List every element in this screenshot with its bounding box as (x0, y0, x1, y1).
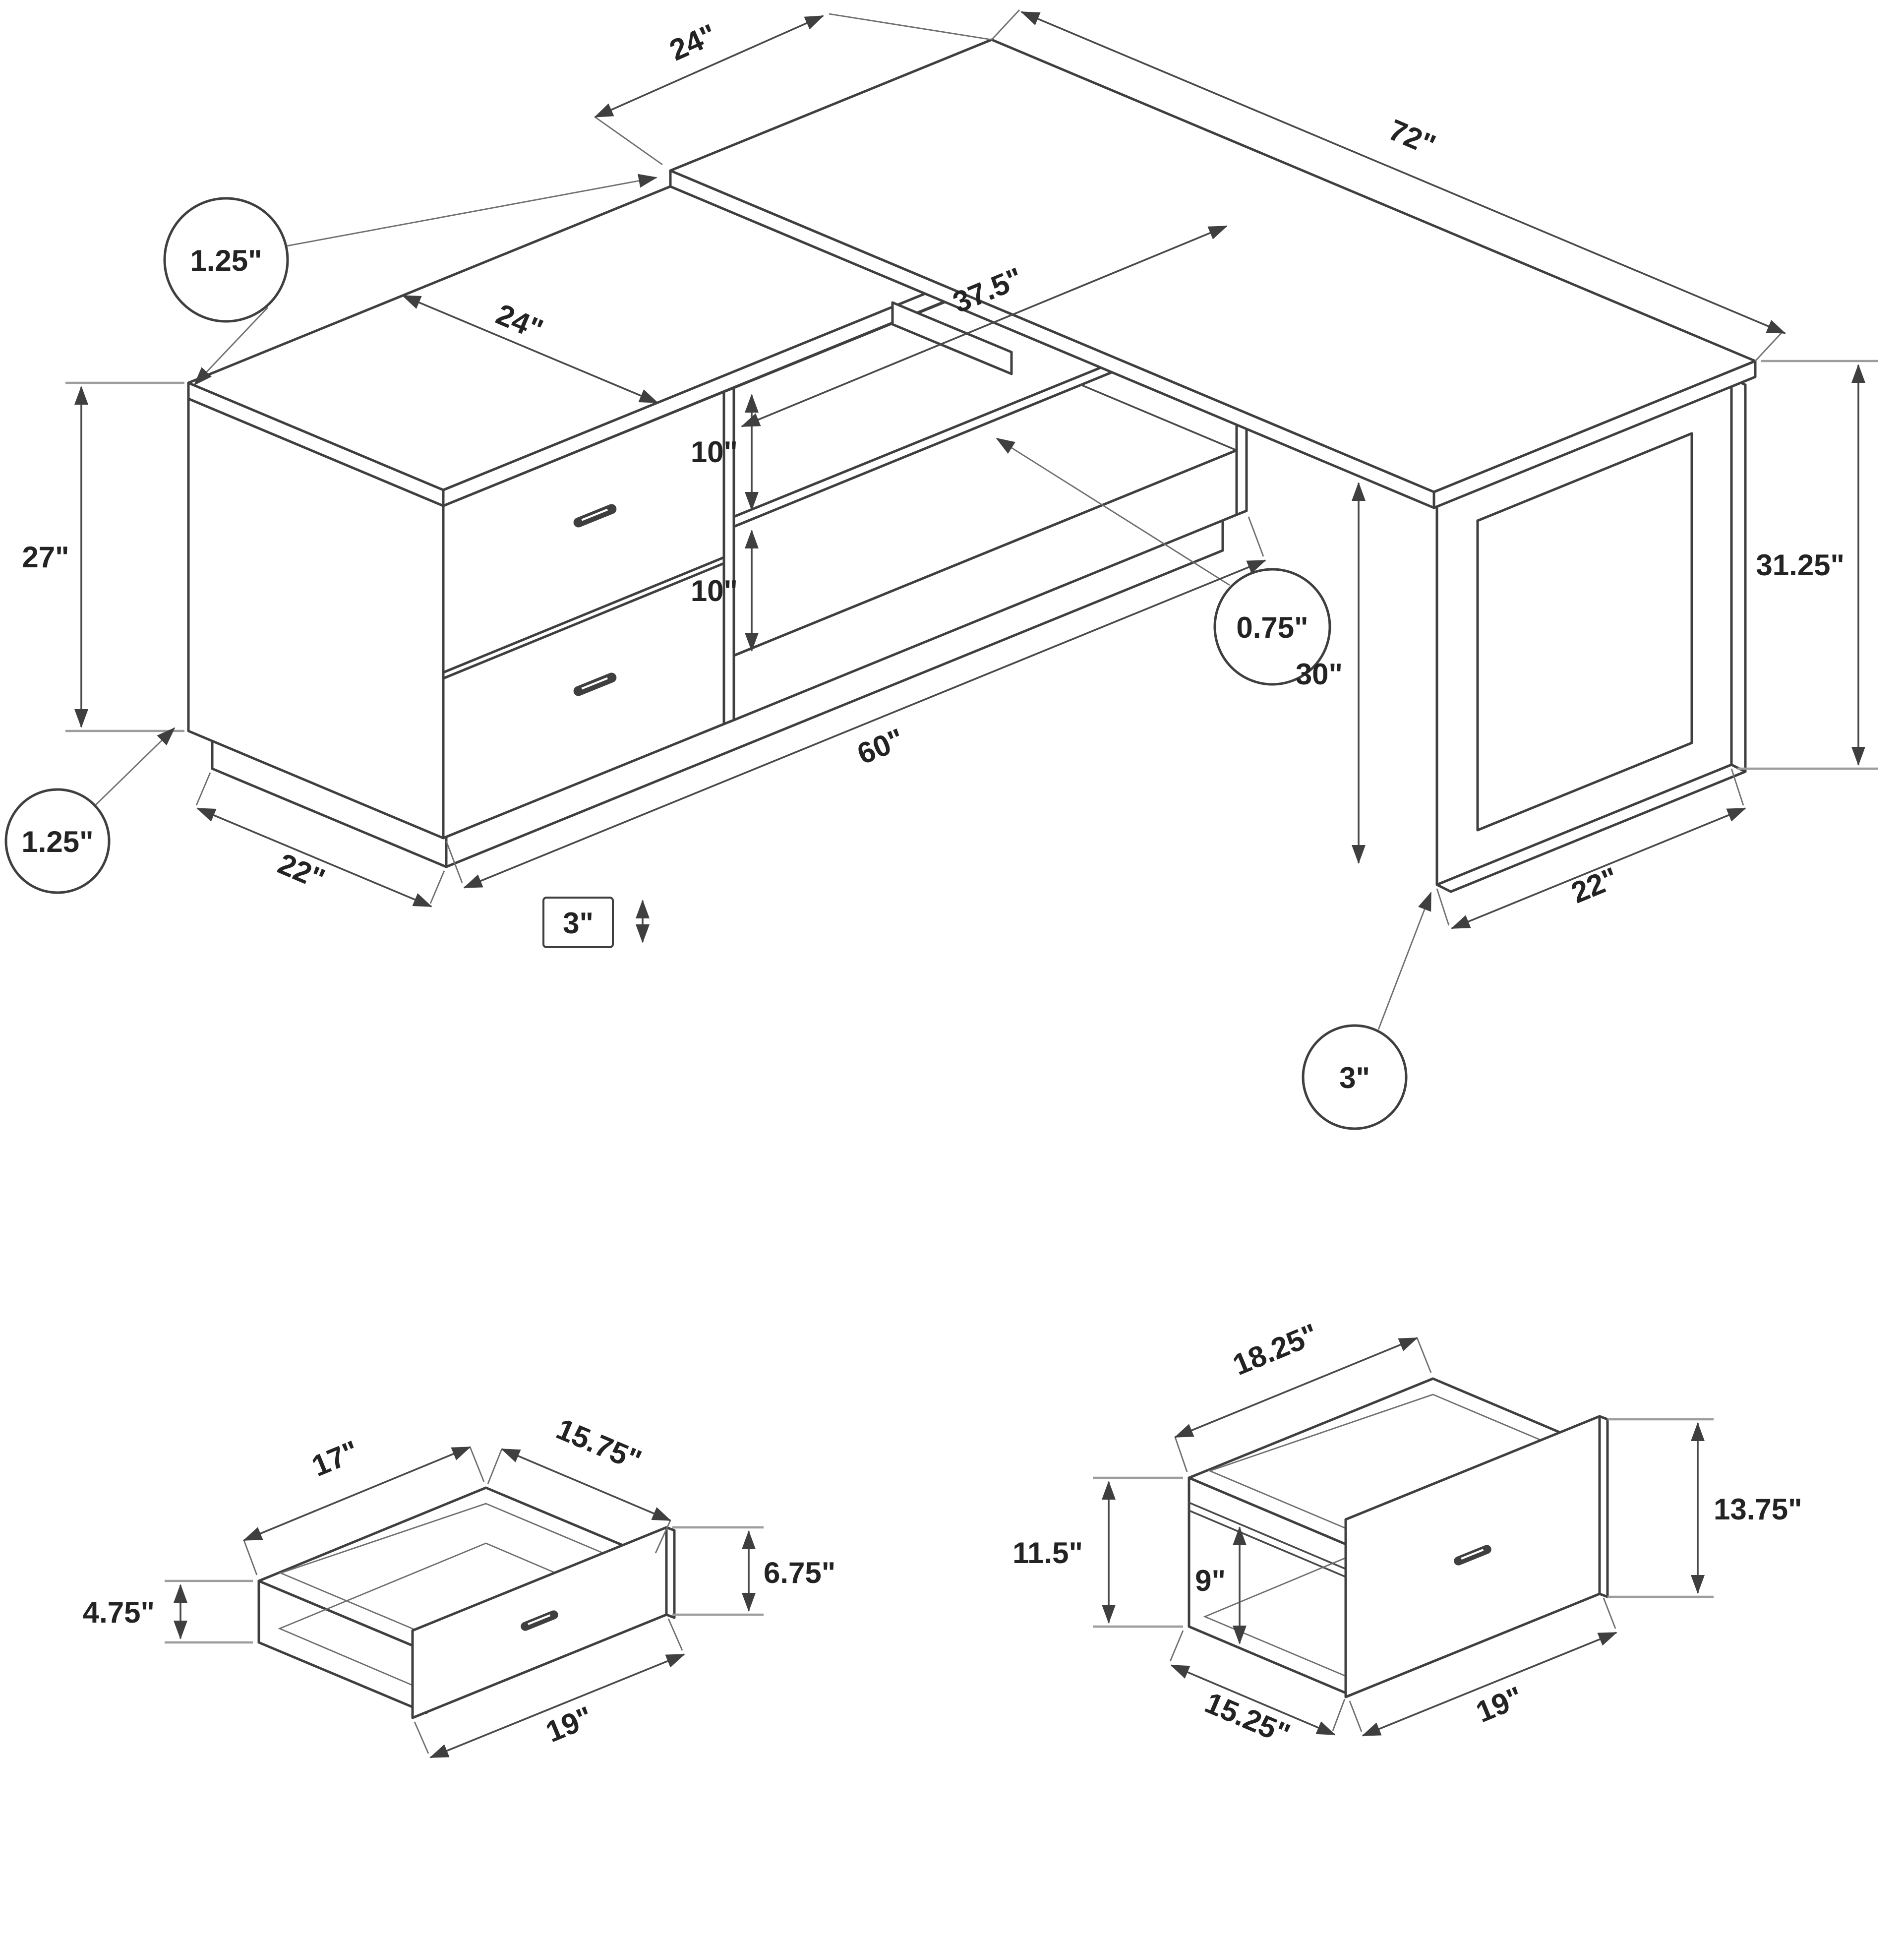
dim-cabinet-height-label: 27" (22, 541, 69, 574)
dim-leg-clearance-label: 30" (1296, 658, 1343, 691)
svg-text:17": 17" (307, 1434, 363, 1483)
file-drawer-detail: 18.25" 11.5" 9" 13.75" 15.25" (1012, 1317, 1802, 1751)
callout-leg-tube: 3" (1302, 892, 1432, 1130)
small-drawer-detail: 17" 15.75" 4.75" 6.75" 19" (83, 1412, 835, 1758)
dim-desktop-length-label: 72" (1384, 113, 1440, 162)
svg-text:15.75": 15.75" (552, 1412, 647, 1477)
callout-top-thickness-label: 1.25" (190, 244, 262, 277)
callout-bottom-thickness: 1.25" (4, 727, 176, 894)
dim-file-drawer-rail-height: 9" (1195, 1526, 1247, 1644)
dim-total-height-label: 31.25" (1756, 548, 1844, 582)
dim-base-depth-label: 22" (273, 847, 330, 896)
callout-bottom-thickness-label: 1.25" (21, 825, 93, 858)
svg-text:6.75": 6.75" (764, 1556, 835, 1589)
callout-leg-tube-label: 3" (1339, 1061, 1370, 1094)
dim-small-drawer-front-height: 6.75" (672, 1526, 835, 1616)
svg-text:4.75": 4.75" (83, 1596, 155, 1629)
dim-file-drawer-side-height: 11.5" (1012, 1476, 1183, 1628)
dim-return-length: 60" (445, 516, 1266, 889)
drawer-handle-icon (573, 504, 617, 528)
dim-shelf-bottom-opening-label: 10" (691, 574, 738, 607)
svg-text:15.25": 15.25" (1200, 1686, 1295, 1751)
svg-text:11.5": 11.5" (1012, 1536, 1083, 1570)
svg-text:18.25": 18.25" (1228, 1317, 1323, 1382)
metal-sled-leg (1435, 376, 1747, 893)
dim-shelf-top-opening: 10" (691, 394, 759, 511)
dim-total-height: 31.25" (1737, 360, 1878, 770)
dim-shelf-top-opening-label: 10" (691, 435, 738, 469)
callout-top-thickness: 1.25" (163, 174, 657, 386)
dim-cabinet-height: 27" (22, 381, 184, 732)
dim-desktop-depth-label: 24" (665, 17, 721, 67)
dim-base-height: 3" (542, 897, 650, 948)
dim-leg-depth-label: 22" (1566, 861, 1623, 909)
drawer-handle-icon (1454, 1545, 1491, 1566)
dim-return-length-label: 60" (852, 722, 909, 771)
dim-small-drawer-side-height: 4.75" (83, 1579, 253, 1644)
svg-text:9": 9" (1195, 1564, 1226, 1597)
drawer-handle-icon (521, 1610, 558, 1631)
svg-text:19": 19" (541, 1700, 597, 1749)
dim-base-height-label: 3" (563, 907, 594, 940)
dim-desktop-depth: 24" (594, 15, 824, 118)
dim-file-drawer-front-height: 13.75" (1607, 1418, 1802, 1598)
dim-leg-clearance: 30" (1296, 482, 1366, 864)
svg-text:13.75": 13.75" (1714, 1493, 1802, 1526)
callout-shelf-thickness-label: 0.75" (1236, 611, 1308, 644)
